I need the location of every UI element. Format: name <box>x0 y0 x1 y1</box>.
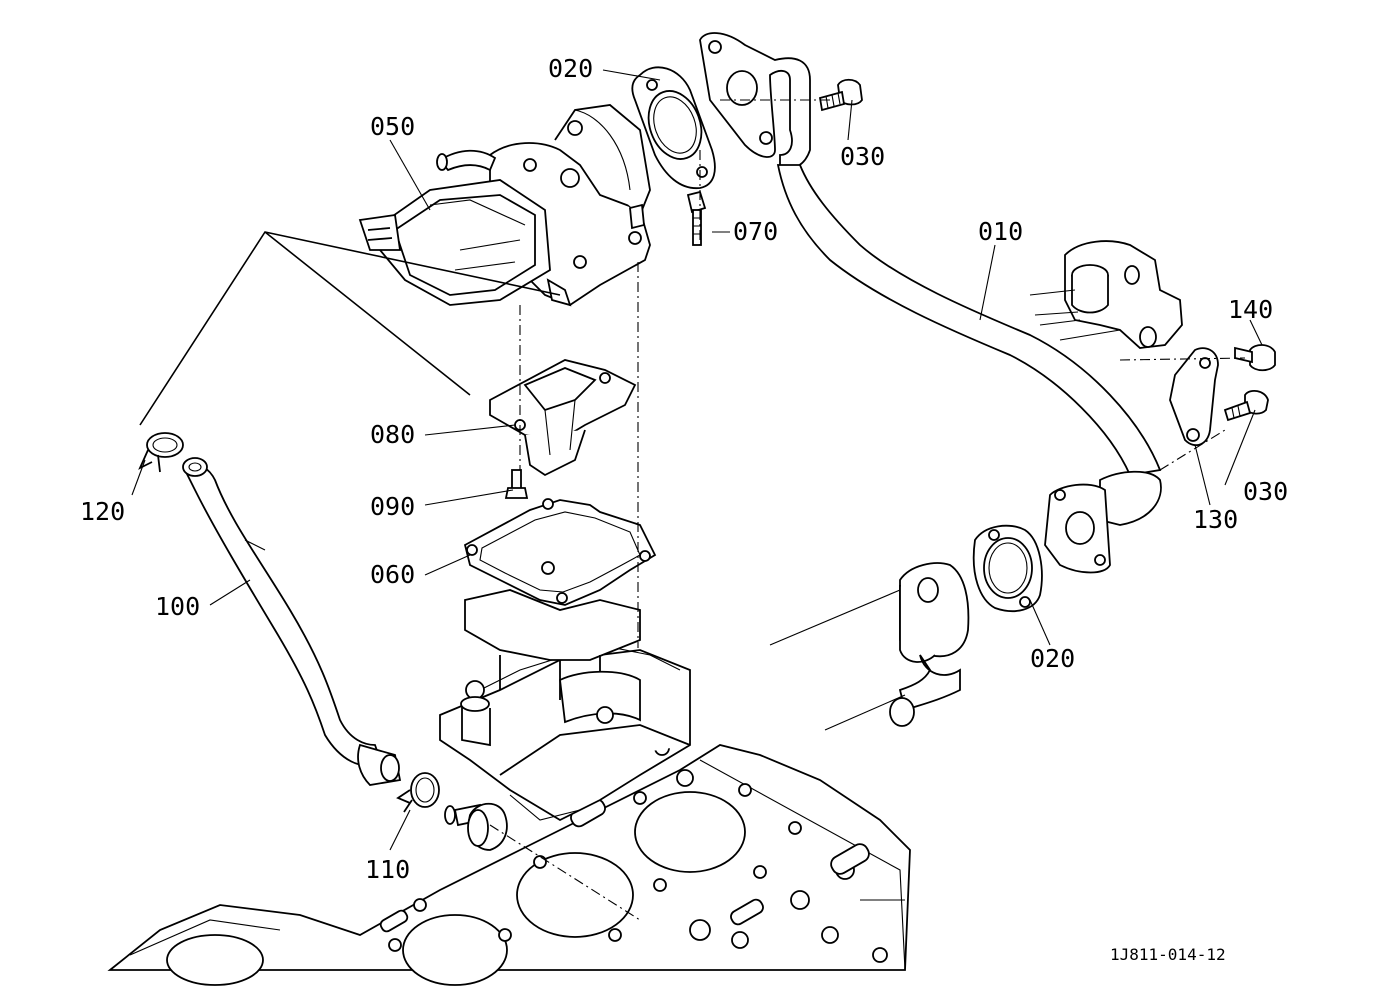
adapter-080 <box>489 359 637 477</box>
gasket-020-right <box>972 524 1043 612</box>
label-070: 070 <box>733 217 778 246</box>
egr-pipe-010 <box>699 32 1162 574</box>
bolt-030-right <box>1223 389 1269 422</box>
clamp-120 <box>138 432 184 473</box>
label-130: 130 <box>1193 505 1238 534</box>
label-110: 110 <box>365 855 410 884</box>
label-090: 090 <box>370 492 415 521</box>
water-pipe-100 <box>182 457 402 786</box>
bolt-030-top <box>818 78 863 112</box>
clamp-110 <box>396 772 440 813</box>
cylinder-head <box>107 744 911 986</box>
mounting-block <box>1029 240 1183 349</box>
leader-lines <box>131 69 1263 921</box>
drawing-code: 1J811-014-12 <box>1110 945 1226 964</box>
label-020-top: 020 <box>548 54 593 83</box>
gasket-060 <box>463 498 657 606</box>
label-060: 060 <box>370 560 415 589</box>
gasket-020-top <box>631 66 716 189</box>
intake-manifold <box>439 589 691 822</box>
egr-valve-050 <box>358 104 651 307</box>
egr-cooler <box>769 562 970 731</box>
bolt-070 <box>686 190 707 246</box>
water-fitting <box>444 802 508 851</box>
bracket-130 <box>1169 347 1219 447</box>
label-140: 140 <box>1228 295 1273 324</box>
label-010: 010 <box>978 217 1023 246</box>
bolt-140 <box>1234 344 1276 372</box>
label-030-right: 030 <box>1243 477 1288 506</box>
label-080: 080 <box>370 420 415 449</box>
part-labels: 020 050 030 070 010 140 080 030 090 120 … <box>80 54 1288 964</box>
label-030-top: 030 <box>840 142 885 171</box>
bolt-090 <box>504 469 529 499</box>
label-120: 120 <box>80 497 125 526</box>
label-100: 100 <box>155 592 200 621</box>
label-020-right: 020 <box>1030 644 1075 673</box>
label-050: 050 <box>370 112 415 141</box>
